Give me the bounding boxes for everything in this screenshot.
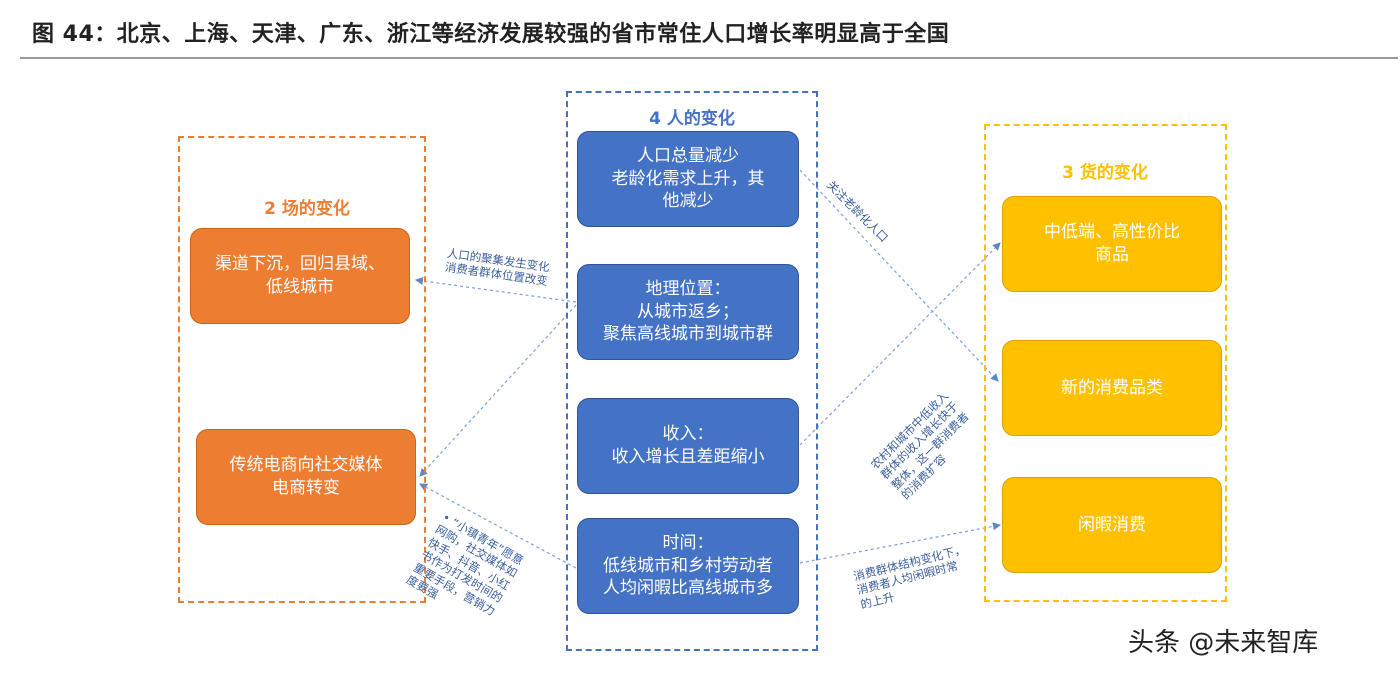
arrow-aging-to-newcat	[799, 169, 999, 382]
box-line: 老龄化需求上升，其	[611, 168, 765, 189]
group-people-title: 4 人的变化	[649, 109, 735, 129]
group-place-change	[178, 136, 426, 603]
group-goods-title: 3 货的变化	[1062, 163, 1148, 183]
box-line: 传统电商向社交媒体	[229, 455, 383, 476]
box-line: 从城市返乡；	[637, 301, 739, 322]
box-line: 商品	[1095, 245, 1129, 265]
watermark: 头条 @未来智库	[1128, 628, 1319, 658]
box-line: 人均闲暇比高线城市多	[603, 578, 773, 599]
box-mid-low-end: 中低端、高性价比 商品	[1002, 196, 1222, 292]
box-population: 人口总量减少 老龄化需求上升，其 他减少	[577, 131, 799, 227]
box-line: 收入增长且差距缩小	[611, 447, 765, 467]
box-line: 聚焦高线城市到城市群	[603, 324, 773, 345]
box-line: 低线城市	[266, 277, 334, 297]
box-line: 人口总量减少	[637, 145, 739, 166]
box-line: 渠道下沉，回归县域、	[215, 254, 385, 275]
box-social-ecommerce: 传统电商向社交媒体 电商转变	[196, 429, 416, 525]
box-line: 收入：	[662, 424, 714, 445]
arrow-geo-to-social	[419, 304, 577, 477]
figure-title: 图 44：北京、上海、天津、广东、浙江等经济发展较强的省市常住人口增长率明显高于…	[32, 22, 950, 47]
arrow-time-to-leisure	[799, 522, 1001, 564]
box-line: 低线城市和乡村劳动者	[603, 555, 773, 576]
box-line: 闲暇消费	[1078, 514, 1146, 535]
box-channel-sinking: 渠道下沉，回归县域、 低线城市	[190, 228, 410, 324]
box-geography: 地理位置： 从城市返乡； 聚焦高线城市到城市群	[577, 264, 799, 360]
box-leisure: 闲暇消费	[1002, 477, 1222, 573]
arrow-income-to-midlow	[799, 242, 1001, 446]
group-people-change	[566, 91, 818, 651]
box-line: 新的消费品类	[1061, 377, 1163, 398]
title-divider	[20, 57, 1398, 59]
group-place-title: 2 场的变化	[264, 199, 350, 219]
box-line: 中低端、高性价比	[1044, 222, 1180, 243]
box-line: 地理位置：	[645, 278, 731, 299]
group-goods-change	[984, 124, 1227, 602]
box-line: 时间：	[662, 532, 714, 553]
arrow-geo-to-channels	[415, 276, 577, 303]
box-new-categories: 新的消费品类	[1002, 340, 1222, 436]
box-line: 电商转变	[272, 478, 340, 498]
box-line: 他减少	[662, 191, 714, 212]
box-income: 收入： 收入增长且差距缩小	[577, 398, 799, 494]
box-time: 时间： 低线城市和乡村劳动者 人均闲暇比高线城市多	[577, 518, 799, 614]
